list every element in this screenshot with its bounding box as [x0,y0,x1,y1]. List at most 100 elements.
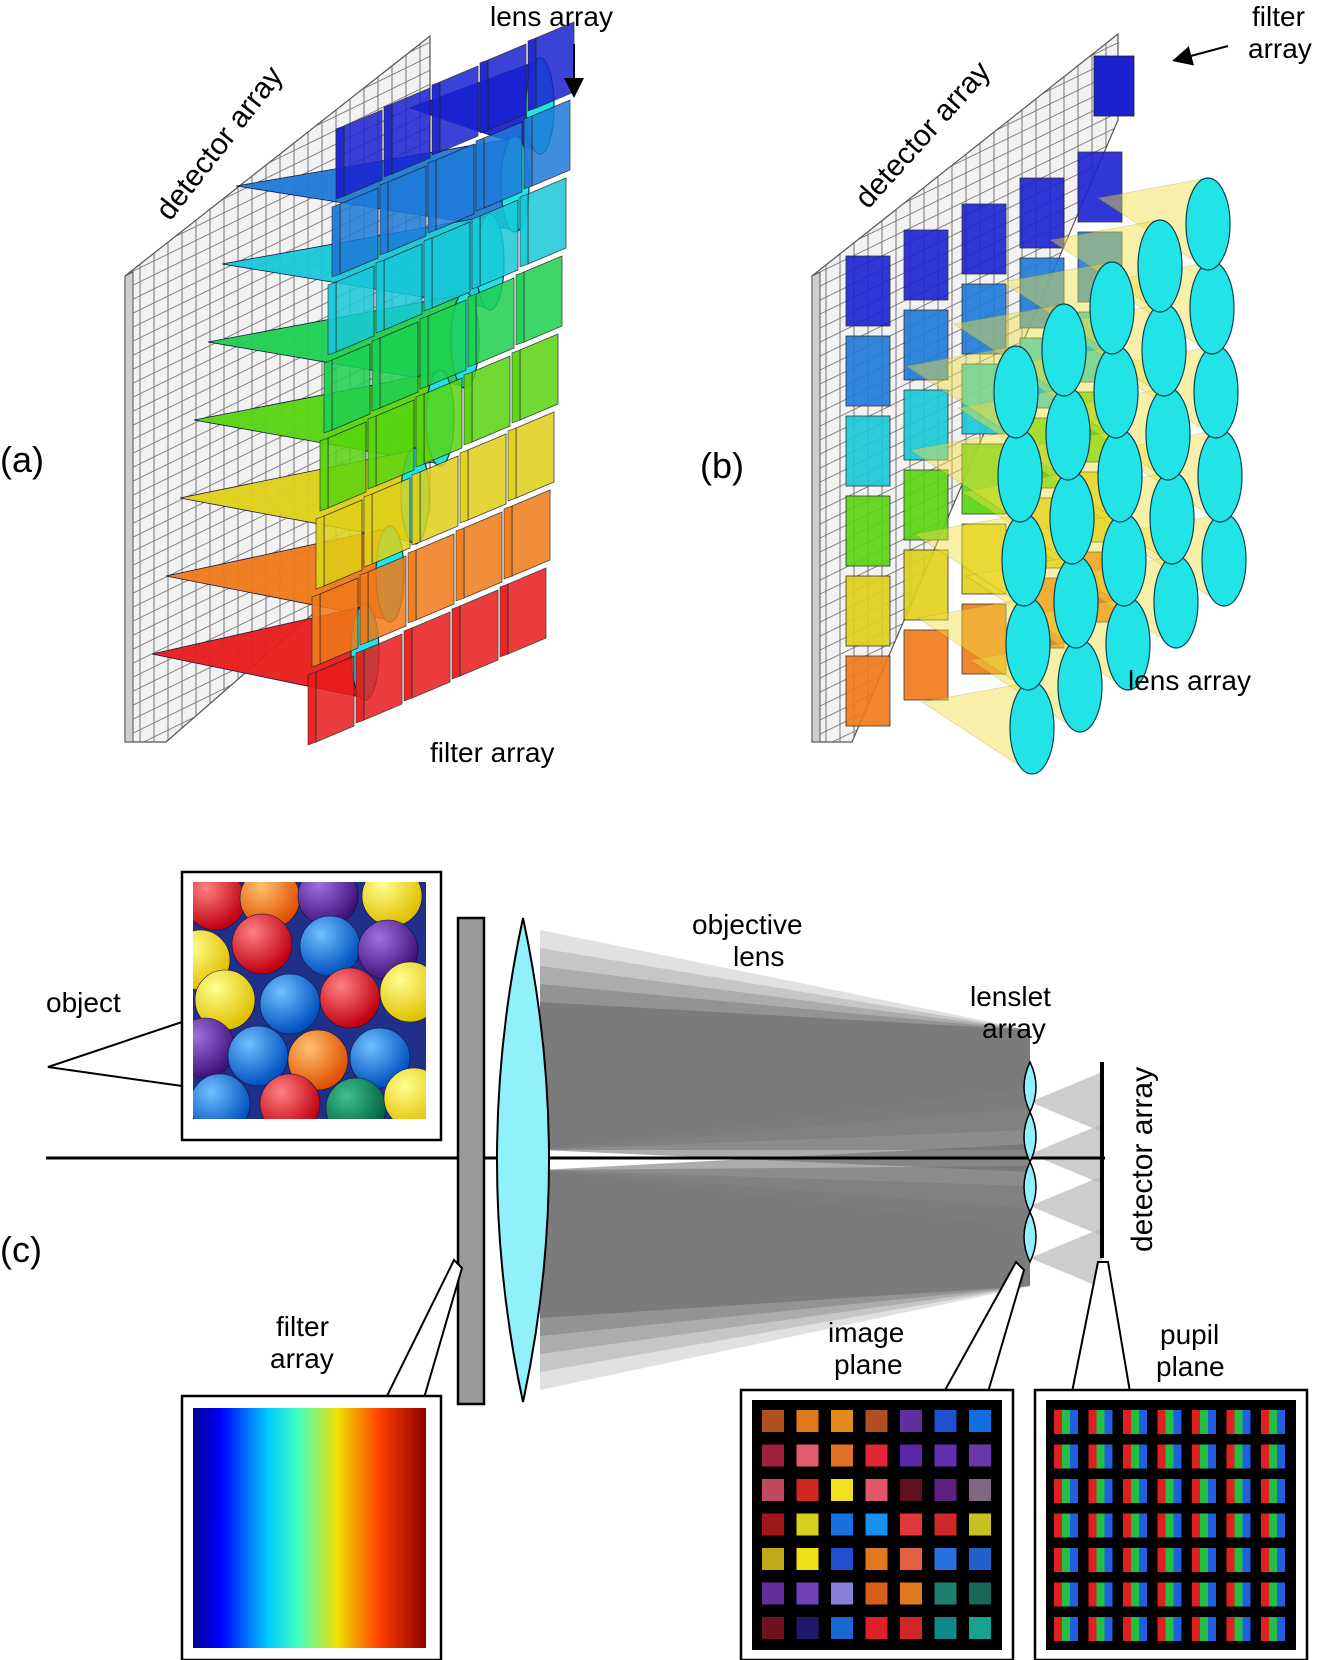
pupil-stripe [1070,1410,1078,1434]
lens-disc-b [1101,513,1147,607]
pupil-stripe [1165,1513,1174,1538]
pupil-stripe [1139,1513,1147,1538]
image-plane-cell [900,1479,922,1501]
filter-label-b-line1: filter [1252,1,1305,32]
pupil-stripe [1165,1548,1174,1572]
image-plane-cell [762,1410,784,1432]
pupil-stripe [1157,1410,1166,1434]
pupil-stripe [1104,1617,1113,1641]
pupil-stripe [1123,1582,1131,1607]
pupil-stripe [1104,1479,1113,1503]
filter-tile-b [845,495,891,567]
pupil-stripe [1096,1410,1105,1434]
pupil-stripe [1139,1582,1147,1607]
lens-array-label-a: lens array [490,1,613,32]
pupil-stripe [1192,1582,1200,1607]
object-ball [299,915,361,977]
panel-c: (c) object objective lens lenslet array … [0,870,1309,1660]
pupil-stripe [1173,1548,1182,1572]
pupil-stripe [1139,1479,1147,1503]
pupil-stripe [1070,1617,1078,1641]
pupil-stripe [1088,1513,1097,1538]
pupil-stripe [1139,1617,1147,1641]
lens-disc-b [1149,471,1195,565]
image-plane-cell [934,1444,957,1467]
filter-edge-a [375,259,385,334]
pupil-stripe [1070,1548,1078,1572]
pupil-plane-callout [1070,1261,1132,1393]
pupil-stripe [1208,1617,1216,1641]
object-image [193,882,426,1119]
lenslet-label-line1: lenslet [970,981,1051,1012]
panel-c-tag: (c) [0,1229,42,1270]
beam-detector [1030,1072,1102,1132]
pupil-stripe [1208,1548,1216,1572]
image-plane-cell [865,1617,888,1639]
pupil-stripe [1234,1582,1243,1607]
filter-tile-a [507,567,547,655]
objective-lens [496,917,550,1403]
pupil-stripe [1200,1617,1208,1641]
filter-edge-a [511,349,521,424]
pupil-stripe [1157,1444,1166,1469]
beam-detector [1030,1176,1102,1236]
filter-array-arrow-b [1172,45,1229,66]
pupil-stripe [1200,1410,1208,1434]
pupil-stripe [1070,1444,1078,1469]
pupil-stripe [1269,1444,1277,1469]
filter-edge-a [319,437,329,512]
pupil-stripe [1192,1444,1200,1469]
pupil-stripe [1226,1444,1235,1469]
image-plane-label-line2: plane [834,1349,903,1380]
pupil-stripe [1277,1582,1285,1607]
pupil-stripe [1261,1582,1269,1607]
filter-tile-a [527,177,567,265]
filter-edge-a [359,571,369,646]
pupil-stripe [1088,1582,1097,1607]
pupil-stripe [1200,1513,1208,1538]
filter-edge-a [371,337,381,412]
pupil-stripe [1062,1617,1070,1641]
filter-label-line2: array [270,1343,334,1374]
filter-tile-a [467,433,507,521]
image-plane-cell [831,1513,853,1536]
pupil-stripe [1062,1513,1070,1538]
filter-edge-a [467,293,477,368]
pupil-stripe [1173,1513,1182,1538]
filter-tile-b [845,255,891,327]
filter-edge-a [363,493,373,568]
filter-array-a [307,21,575,746]
pupil-stripe [1104,1410,1113,1434]
filter-edge-a [335,125,345,200]
lens-disc-b [997,429,1043,523]
filter-tile-b [903,549,949,621]
pupil-stripe [1242,1513,1251,1538]
pupil-stripe [1096,1444,1105,1469]
filter-edge-a [499,583,509,658]
filter-edge-a [519,193,529,268]
filter-edge-a [327,281,337,356]
lens-disc-b [1089,261,1135,355]
pupil-stripe [1234,1513,1243,1538]
pupil-stripe [1062,1582,1070,1607]
pupil-stripe [1226,1513,1235,1538]
lens-array-label-b: lens array [1128,665,1251,696]
image-plane-cell [796,1582,819,1605]
filter-tile-b [845,655,891,727]
pupil-stripe [1173,1617,1182,1641]
filter-edge-a [419,315,429,390]
pupil-stripe [1096,1479,1105,1503]
pupil-stripe [1157,1548,1166,1572]
image-plane-cell [900,1548,922,1570]
pupil-stripe [1277,1513,1285,1538]
pupil-stripe [1131,1582,1139,1607]
panel-b-tag: (b) [700,445,744,486]
pupil-stripe [1165,1617,1174,1641]
object-ball [287,1029,349,1091]
filter-edge-a [431,81,441,156]
lens-disc-b [1053,555,1099,649]
pupil-stripe [1070,1479,1078,1503]
panel-a: (a) detector array lens array filter arr… [0,1,613,768]
objective-label-line1: objective [692,909,803,940]
image-plane-cell [865,1444,888,1467]
